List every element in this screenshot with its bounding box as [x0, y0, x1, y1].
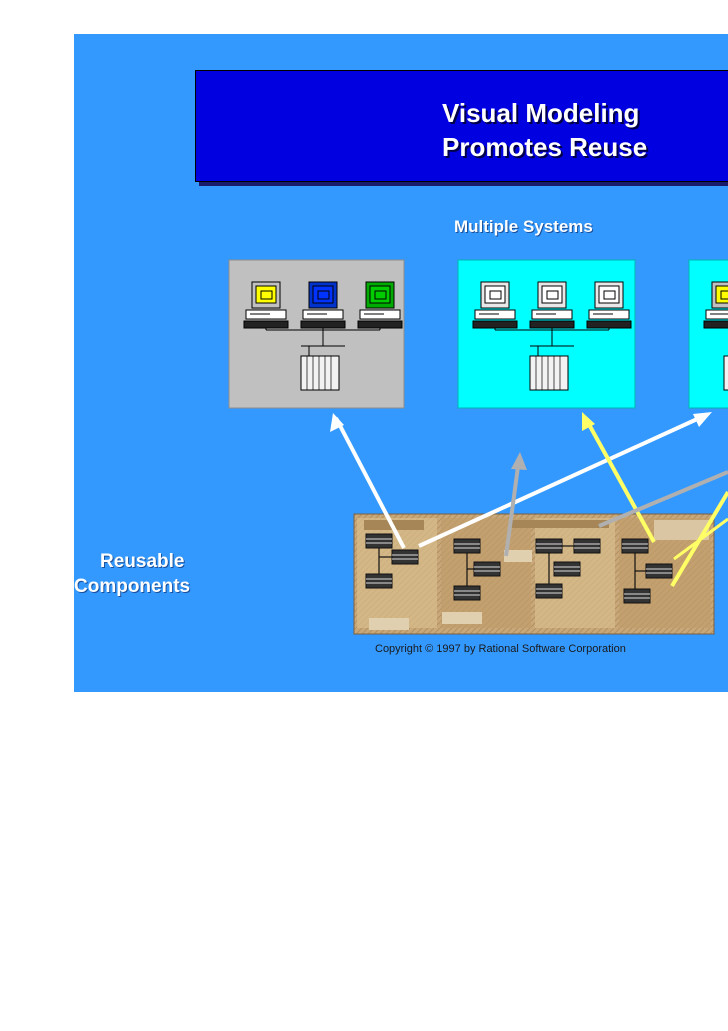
title-line-2: Promotes Reuse [442, 132, 648, 162]
component-icon [535, 538, 563, 554]
copyright-text: Copyright © 1997 by Rational Software Co… [375, 643, 626, 655]
workstation-icon [357, 281, 403, 329]
server-icon [529, 346, 569, 391]
workstation-icon [529, 281, 575, 329]
server-icon [723, 355, 728, 391]
server-icon [300, 346, 340, 391]
workstation-icon [586, 281, 632, 329]
multiple-systems-label: Multiple Systems [454, 217, 593, 236]
workstation-icon [472, 281, 518, 329]
component-icon [553, 561, 581, 577]
component-icon [535, 583, 563, 599]
component-icon [573, 538, 601, 554]
workstation-icon [243, 281, 289, 329]
component-icon [391, 549, 419, 565]
component-icon [623, 588, 651, 604]
title-box: Visual Modeling Promotes Reuse [195, 70, 728, 182]
component-icon [453, 538, 481, 554]
component-icon [365, 533, 393, 549]
reusable-label-line-2: Components [74, 576, 191, 597]
component-icon [645, 563, 673, 579]
system-gray-network [243, 281, 403, 391]
component-icon [621, 538, 649, 554]
workstation-icon [300, 281, 346, 329]
slide: Visual Modeling Promotes Reuse Multiple … [74, 34, 728, 692]
system-partial-network [703, 281, 728, 391]
reusable-label-line-1: Reusable [100, 551, 185, 572]
diagram-canvas [228, 259, 728, 635]
workstation-icon [703, 281, 728, 329]
reuse-arrows [330, 412, 728, 588]
component-icon [365, 573, 393, 589]
system-cyan-network [472, 281, 632, 391]
component-icon [453, 585, 481, 601]
component-icon [473, 561, 501, 577]
title-line-1: Visual Modeling [442, 98, 640, 128]
reusable-components-label: Reusable Components [74, 549, 324, 599]
